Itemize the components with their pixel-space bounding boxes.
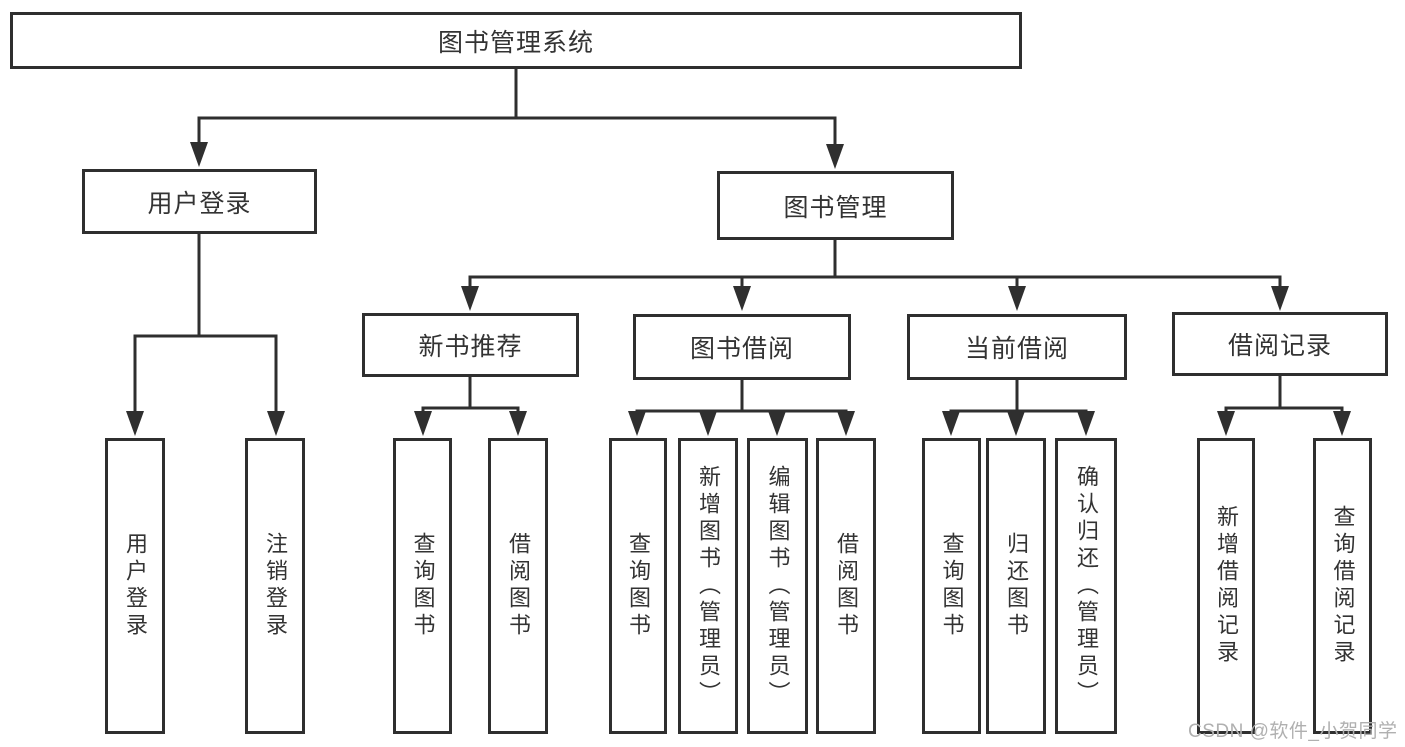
leaf-query-books-borrow: 查询图书 xyxy=(609,438,667,734)
leaf-user-login: 用户登录 xyxy=(105,438,165,734)
leaf-add-book-admin: 新增图书（管理员） xyxy=(678,438,738,734)
leaf-query-books-current: 查询图书 xyxy=(922,438,981,734)
leaf-edit-book-admin: 编辑图书（管理员） xyxy=(747,438,808,734)
leaf-logout: 注销登录 xyxy=(245,438,305,734)
leaf-borrow-books: 借阅图书 xyxy=(816,438,876,734)
node-new-book-recommend: 新书推荐 xyxy=(362,313,579,377)
node-user-login: 用户登录 xyxy=(82,169,317,234)
leaf-borrow-books-recommend: 借阅图书 xyxy=(488,438,548,734)
node-root-system: 图书管理系统 xyxy=(10,12,1022,69)
csdn-watermark: CSDN @软件_小贺同学 xyxy=(1188,721,1398,742)
node-book-borrow: 图书借阅 xyxy=(633,314,851,380)
node-borrow-records: 借阅记录 xyxy=(1172,312,1388,376)
leaf-return-books: 归还图书 xyxy=(986,438,1046,734)
node-current-borrow: 当前借阅 xyxy=(907,314,1127,380)
node-book-management: 图书管理 xyxy=(717,171,954,240)
leaf-query-borrow-record: 查询借阅记录 xyxy=(1313,438,1372,734)
leaf-add-borrow-record: 新增借阅记录 xyxy=(1197,438,1255,734)
leaf-confirm-return-admin: 确认归还（管理员） xyxy=(1055,438,1117,734)
leaf-query-books-recommend: 查询图书 xyxy=(393,438,452,734)
